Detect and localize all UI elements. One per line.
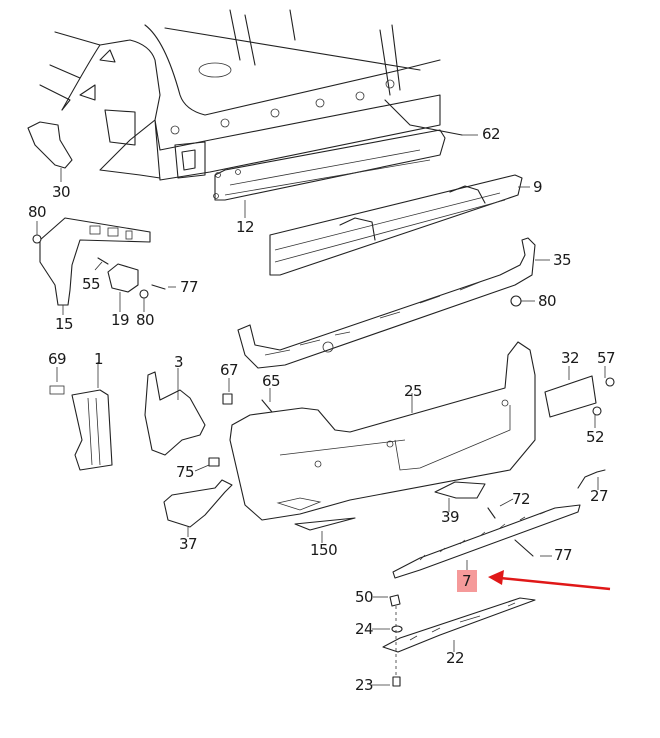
callout-80-2[interactable]: 80 — [136, 311, 155, 329]
part-27-shape — [577, 469, 606, 489]
callout-55[interactable]: 55 — [82, 275, 101, 293]
part-57-bolt — [605, 377, 615, 387]
part-32-shape — [544, 375, 597, 418]
part-37-shape — [163, 479, 233, 528]
callout-77-2[interactable]: 77 — [554, 546, 573, 564]
pointer-arrow — [488, 570, 611, 591]
callout-80[interactable]: 80 — [28, 203, 47, 221]
callout-7[interactable]: 7 — [462, 572, 472, 590]
callout-25[interactable]: 25 — [404, 382, 423, 400]
callout-30[interactable]: 30 — [52, 183, 71, 201]
part-67-clip — [222, 393, 233, 405]
callout-50[interactable]: 50 — [355, 588, 374, 606]
part-52-bolt — [592, 406, 602, 416]
part-35-shape — [237, 237, 536, 369]
callout-12[interactable]: 12 — [236, 218, 255, 236]
callout-62[interactable]: 62 — [482, 125, 501, 143]
part-150-shape — [294, 517, 356, 531]
part-77-screw-2 — [514, 539, 534, 557]
part-80-nut-3 — [510, 295, 522, 307]
part-80-nut-2 — [139, 289, 149, 299]
part-80-nut — [32, 234, 42, 244]
callout-52[interactable]: 52 — [586, 428, 605, 446]
callout-32[interactable]: 32 — [561, 349, 580, 367]
callout-24[interactable]: 24 — [355, 620, 374, 638]
callout-27[interactable]: 27 — [590, 487, 609, 505]
part-72-clip — [487, 507, 496, 519]
callout-19[interactable]: 19 — [111, 311, 130, 329]
part-24-washer — [391, 625, 403, 633]
callout-57[interactable]: 57 — [597, 349, 616, 367]
part-3-shape — [144, 371, 206, 456]
part-9-shape — [269, 174, 523, 276]
part-65-screw — [261, 399, 273, 413]
part-39-shape — [434, 481, 486, 499]
callout-150[interactable]: 150 — [310, 541, 338, 559]
callout-77[interactable]: 77 — [180, 278, 199, 296]
part-1-shape — [49, 385, 113, 471]
callout-23[interactable]: 23 — [355, 676, 374, 694]
part-30-shape — [27, 121, 73, 169]
callout-3[interactable]: 3 — [174, 353, 184, 371]
part-15-shape — [39, 217, 151, 306]
part-50-clip — [389, 594, 401, 607]
part-55-stud — [97, 257, 109, 265]
callout-9[interactable]: 9 — [533, 178, 543, 196]
callout-15[interactable]: 15 — [55, 315, 74, 333]
callout-39[interactable]: 39 — [441, 508, 460, 526]
highlight-box-part-7 — [457, 570, 477, 592]
part-12-shape — [213, 129, 446, 201]
callout-1[interactable]: 1 — [94, 350, 104, 368]
callout-22[interactable]: 22 — [446, 649, 465, 667]
car-body-rear-panel — [39, 9, 441, 181]
callout-75[interactable]: 75 — [176, 463, 195, 481]
leader-lines — [36, 134, 606, 686]
part-25-shape — [229, 341, 536, 521]
callout-37[interactable]: 37 — [179, 535, 198, 553]
callout-35[interactable]: 35 — [553, 251, 572, 269]
callout-67[interactable]: 67 — [220, 361, 239, 379]
part-7-shape — [392, 504, 581, 579]
part-77-screw — [151, 284, 166, 290]
callout-69[interactable]: 69 — [48, 350, 67, 368]
callout-65[interactable]: 65 — [262, 372, 281, 390]
part-22-shape — [382, 597, 536, 653]
part-62-screw — [384, 99, 463, 136]
callout-80-3[interactable]: 80 — [538, 292, 557, 310]
part-75-clip — [208, 457, 220, 467]
part-23-screw — [392, 676, 401, 687]
part-19-shape — [107, 263, 139, 293]
callout-72[interactable]: 72 — [512, 490, 531, 508]
